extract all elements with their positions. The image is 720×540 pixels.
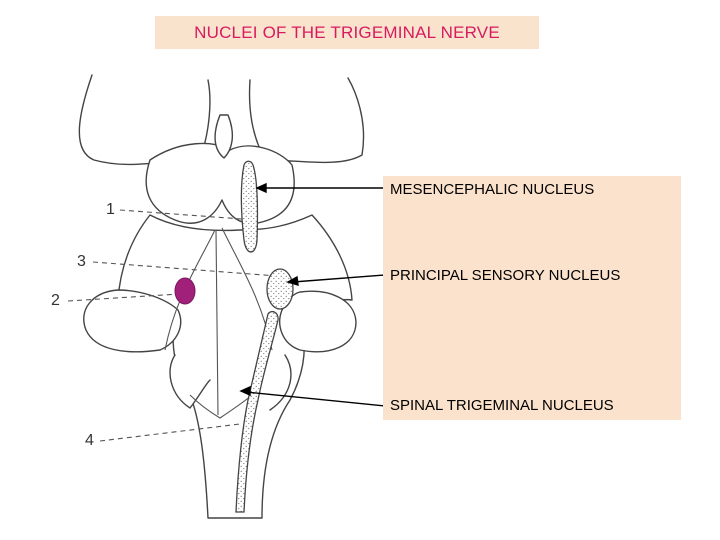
label-panel bbox=[383, 176, 681, 420]
mesencephalic-nucleus bbox=[241, 161, 257, 252]
principal-sensory-nucleus bbox=[267, 269, 293, 309]
motor-nucleus bbox=[175, 278, 195, 304]
level-marker-4: 4 bbox=[85, 432, 94, 450]
principal-sensory-nucleus-label: PRINCIPAL SENSORY NUCLEUS bbox=[390, 267, 620, 284]
spinal-trigeminal-nucleus-label: SPINAL TRIGEMINAL NUCLEUS bbox=[390, 397, 614, 414]
brainstem-body bbox=[118, 215, 352, 518]
thalamus bbox=[146, 143, 294, 223]
level-marker-1: 1 bbox=[106, 201, 115, 219]
mesencephalic-nucleus-label: MESENCEPHALIC NUCLEUS bbox=[390, 181, 594, 198]
level-marker-3: 3 bbox=[77, 253, 86, 271]
level-marker-2: 2 bbox=[51, 292, 60, 310]
